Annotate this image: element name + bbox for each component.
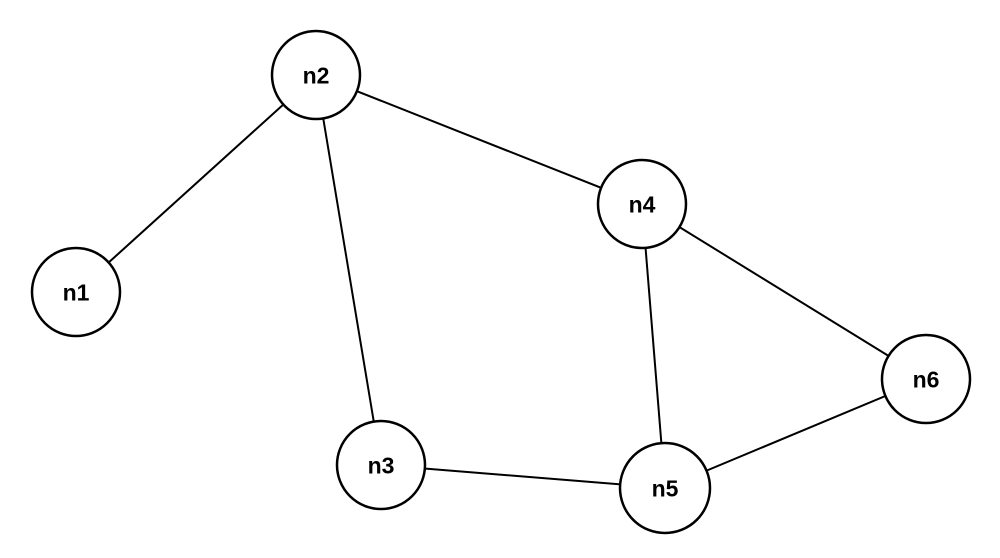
graph-node-n1[interactable]: n1 <box>30 246 122 338</box>
edge-n3-n5 <box>380 464 666 489</box>
node-label-n1: n1 <box>63 279 90 305</box>
node-label-n2: n2 <box>303 62 330 88</box>
graph-node-n6[interactable]: n6 <box>880 333 972 425</box>
edge-n2-n4 <box>315 74 643 205</box>
node-circle-n2[interactable] <box>270 29 362 121</box>
node-label-n6: n6 <box>913 366 940 392</box>
edge-n4-n5 <box>641 203 666 489</box>
node-circle-n4[interactable] <box>596 158 688 250</box>
edge-n2-n3 <box>315 74 382 466</box>
graph-node-n5[interactable]: n5 <box>618 441 712 535</box>
node-circle-n3[interactable] <box>335 419 427 511</box>
node-label-n5: n5 <box>652 475 679 501</box>
node-label-n4: n4 <box>629 191 656 217</box>
node-circle-n6[interactable] <box>880 333 972 425</box>
node-circle-n1[interactable] <box>30 246 122 338</box>
graph-node-n3[interactable]: n3 <box>335 419 427 511</box>
edge-n5-n6 <box>664 378 927 489</box>
node-label-n3: n3 <box>368 452 395 478</box>
graph-node-n2[interactable]: n2 <box>270 29 362 121</box>
graph-node-n4[interactable]: n4 <box>596 158 688 250</box>
node-circle-n5[interactable] <box>618 441 712 535</box>
edge-n4-n6 <box>641 203 927 380</box>
edge-n1-n2 <box>75 74 317 293</box>
